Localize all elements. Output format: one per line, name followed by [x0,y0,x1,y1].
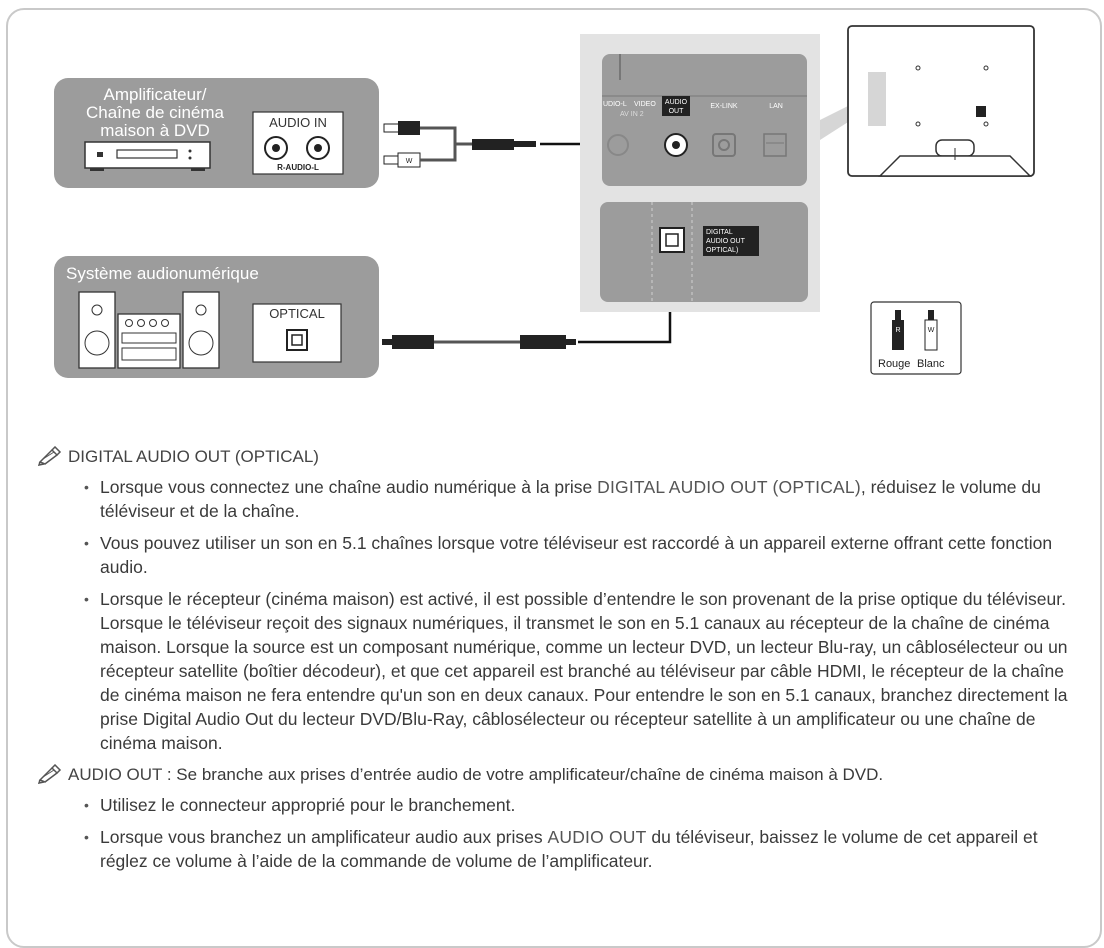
section-audio-out: AUDIO OUT : Se branche aux prises d’entr… [38,763,1088,787]
dvd-player-icon [84,141,211,171]
tv-optical-jack [659,227,685,253]
amp-title-line2: Chaîne de cinéma [86,103,225,122]
plug-w-label: W [406,158,413,165]
bullet-highlight: AUDIO OUT [547,827,647,847]
legend-plug-w: W [928,327,935,334]
note-pencil-icon [38,446,62,466]
section2-bullets: Utilisez le connecteur approprié pour le… [68,793,1088,873]
optical-label: OPTICAL [269,306,325,321]
port-audio-out-2: OUT [669,108,685,115]
port-video: VIDEO [634,101,656,108]
port-audio-out-1: AUDIO [665,99,688,106]
tv-digital-1: DIGITAL [706,229,733,236]
tv-rear-icon [847,25,1035,177]
bullet-highlight: DIGITAL AUDIO OUT (OPTICAL) [597,477,861,497]
section1-title: DIGITAL AUDIO OUT (OPTICAL) [68,447,319,466]
port-exlink: EX-LINK [710,103,738,110]
legend-red: Rouge [878,358,910,370]
bullet-text: Lorsque vous connectez une chaîne audio … [100,477,598,497]
section2-title: AUDIO OUT [68,765,163,784]
connection-diagram: Amplificateur/ Chaîne de cinéma maison à… [54,25,1035,378]
tv-digital-2: AUDIO OUT [706,238,746,245]
list-item: Vous pouvez utiliser un son en 5.1 chaîn… [84,531,1088,579]
port-audio-l: UDIO-L [603,101,627,108]
legend-white: Blanc [917,358,945,370]
audio-in-label: AUDIO IN [269,115,327,130]
rca-cable: W [383,121,536,168]
note-pencil-icon [38,764,62,784]
port-avin2: AV IN 2 [620,111,644,118]
tv-top-panel [602,54,807,186]
list-item: Lorsque vous branchez un amplificateur a… [84,825,1088,873]
list-item: Lorsque le récepteur (cinéma maison) est… [84,587,1088,755]
legend-plug-r: R [895,327,900,334]
tv-digital-3: OPTICAL) [706,247,738,254]
port-lan: LAN [769,103,783,110]
section1-bullets: Lorsque vous connectez une chaîne audio … [68,475,1088,755]
speaker-system-icon [78,291,220,369]
optical-jack [286,329,308,351]
digital-system-title: Système audionumérique [66,264,259,283]
optical-cable [382,335,576,349]
amp-title-line3: maison à DVD [100,121,210,140]
bullet-text: du téléviseur, baissez le volume de cet … [100,827,1038,871]
notes-section: DIGITAL AUDIO OUT (OPTICAL) Lorsque vous… [38,445,1088,881]
section2-text: : Se branche aux prises d’entrée audio d… [162,765,884,784]
amp-title-line1: Amplificateur/ [104,85,207,104]
list-item: Utilisez le connecteur approprié pour le… [84,793,1088,817]
bullet-text: Lorsque vous branchez un amplificateur a… [100,827,548,847]
section-digital-audio-out: DIGITAL AUDIO OUT (OPTICAL) [38,445,1088,469]
bullet-text: , réduisez le volume du téléviseur et de… [100,477,1041,521]
r-audio-l-label: R-AUDIO-L [277,163,319,172]
list-item: Lorsque vous connectez une chaîne audio … [84,475,1088,523]
